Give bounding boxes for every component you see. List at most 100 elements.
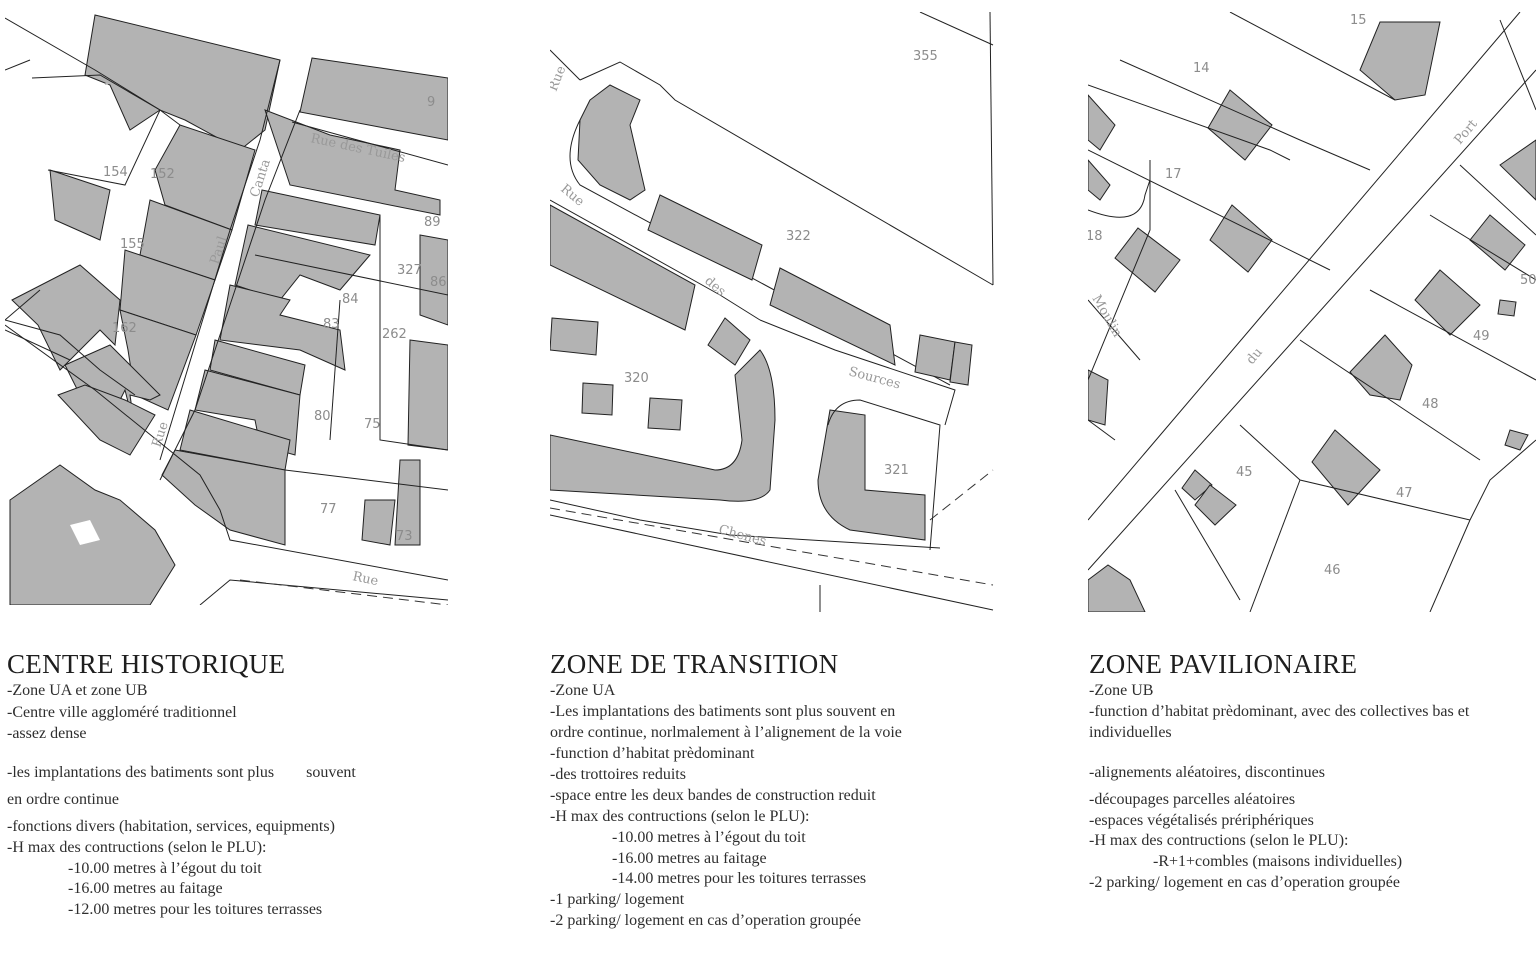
parcel-line <box>1369 289 1536 381</box>
building <box>769 267 896 366</box>
street-edge <box>159 109 301 481</box>
street-label: Rue <box>557 182 587 210</box>
parcel-line <box>1174 489 1241 601</box>
parcel-label: 321 <box>884 463 909 478</box>
building <box>1114 227 1181 293</box>
section-line: -2 parking/ logement en cas d’operation … <box>550 912 861 929</box>
building <box>647 397 683 431</box>
parcel-label: 18 <box>1086 229 1103 244</box>
building <box>1499 139 1536 201</box>
parcel-line <box>5 319 136 396</box>
parcel-line <box>5 329 71 361</box>
section-line: -Les implantations des batiments sont pl… <box>550 703 896 720</box>
parcel-line <box>1299 339 1481 461</box>
section-line: individuelles <box>1089 724 1172 741</box>
building <box>234 224 371 301</box>
street-dash <box>550 507 994 586</box>
parcel-label: 162 <box>112 321 137 336</box>
building <box>394 459 421 546</box>
building <box>707 317 751 366</box>
street-label: Port <box>1452 116 1482 147</box>
parcel-line <box>5 324 448 581</box>
street-label: du <box>1244 345 1266 367</box>
parcel-label: 75 <box>364 417 381 432</box>
parcel-label: 9 <box>427 95 435 110</box>
street-edge <box>569 119 951 386</box>
building <box>299 57 448 141</box>
section-line: -Zone UB <box>1089 682 1154 699</box>
parcel-label: 84 <box>342 292 359 307</box>
parcel-line <box>1088 149 1331 271</box>
parcel-label: 47 <box>1396 486 1413 501</box>
parcel-label: 86 <box>430 275 447 290</box>
section-line: ordre continue, norlmalement à l’alignem… <box>550 724 902 741</box>
section-line: -function d’habitat prèdominant, avec de… <box>1089 703 1470 720</box>
street-label: Moulin <box>1089 293 1125 341</box>
building <box>84 14 281 151</box>
parcel-label: 14 <box>1193 61 1210 76</box>
section-line: -1 parking/ logement <box>550 891 685 908</box>
parcel-label: 45 <box>1236 465 1253 480</box>
parcel-line <box>1088 160 1151 381</box>
building <box>577 84 646 201</box>
section-line: -Zone UA et zone UB <box>7 682 148 699</box>
parcel-label: 48 <box>1422 397 1439 412</box>
section-line: en ordre continue <box>7 791 119 808</box>
section-line: -14.00 metres pour les toitures terrasse… <box>612 870 867 887</box>
parcel-label: 262 <box>382 327 407 342</box>
street-edge <box>199 579 448 605</box>
building <box>1504 429 1529 451</box>
parcel-line <box>1429 214 1536 281</box>
street-edge <box>1088 12 1521 521</box>
building <box>1181 469 1213 501</box>
street-edge <box>550 499 941 549</box>
parcel-label: 152 <box>150 167 175 182</box>
parcel-label: 15 <box>1350 13 1367 28</box>
street-label: Sources <box>847 364 902 392</box>
section-line: -function d’habitat prèdominant <box>550 745 755 762</box>
building <box>1194 484 1237 526</box>
parcel-label: 49 <box>1473 329 1490 344</box>
section-line: -H max des contructions (selon le PLU): <box>550 808 810 825</box>
building <box>1088 369 1109 426</box>
section-line: -fonctions divers (habitation, services,… <box>7 818 335 835</box>
building <box>817 409 926 541</box>
parcel-line <box>1088 179 1151 218</box>
street-edge <box>550 514 994 611</box>
section-title: CENTRE HISTORIQUE <box>7 649 286 679</box>
building <box>419 234 448 326</box>
parcel-line <box>1429 519 1471 612</box>
street-edge <box>159 59 281 461</box>
section-line: -espaces végétalisés prériphériques <box>1089 812 1314 829</box>
parcel-line <box>1499 19 1536 111</box>
parcel-line <box>31 74 161 186</box>
building <box>550 317 599 356</box>
parcel-label: 154 <box>103 165 128 180</box>
building <box>1414 269 1481 336</box>
section-title: ZONE DE TRANSITION <box>550 649 839 679</box>
building <box>49 169 111 241</box>
street-edge <box>759 319 956 426</box>
parcel-line <box>5 17 181 126</box>
street-label: Rue <box>546 64 570 94</box>
section-line: -alignements aléatoires, discontinues <box>1089 764 1325 781</box>
parcel-line <box>1249 479 1301 612</box>
building <box>647 194 763 281</box>
building <box>581 382 614 416</box>
building <box>550 204 696 331</box>
street-dash <box>929 469 994 521</box>
parcel-label: 17 <box>1165 167 1182 182</box>
parcel-line <box>1459 164 1536 236</box>
building <box>1209 204 1273 273</box>
building <box>1469 214 1526 271</box>
parcel-line <box>1469 439 1536 521</box>
parcel-label: 50 <box>1520 273 1536 288</box>
street-edge <box>1088 69 1536 571</box>
parcel-line <box>989 12 994 286</box>
map-centre-historique: 154 155 152 162 89 327 86 84 83 262 80 7… <box>5 14 448 605</box>
building <box>1088 94 1116 151</box>
parcel-label: 327 <box>397 263 422 278</box>
building <box>914 334 956 381</box>
building <box>254 189 381 246</box>
section-line: -R+1+combles (maisons individuelles) <box>1153 853 1403 870</box>
